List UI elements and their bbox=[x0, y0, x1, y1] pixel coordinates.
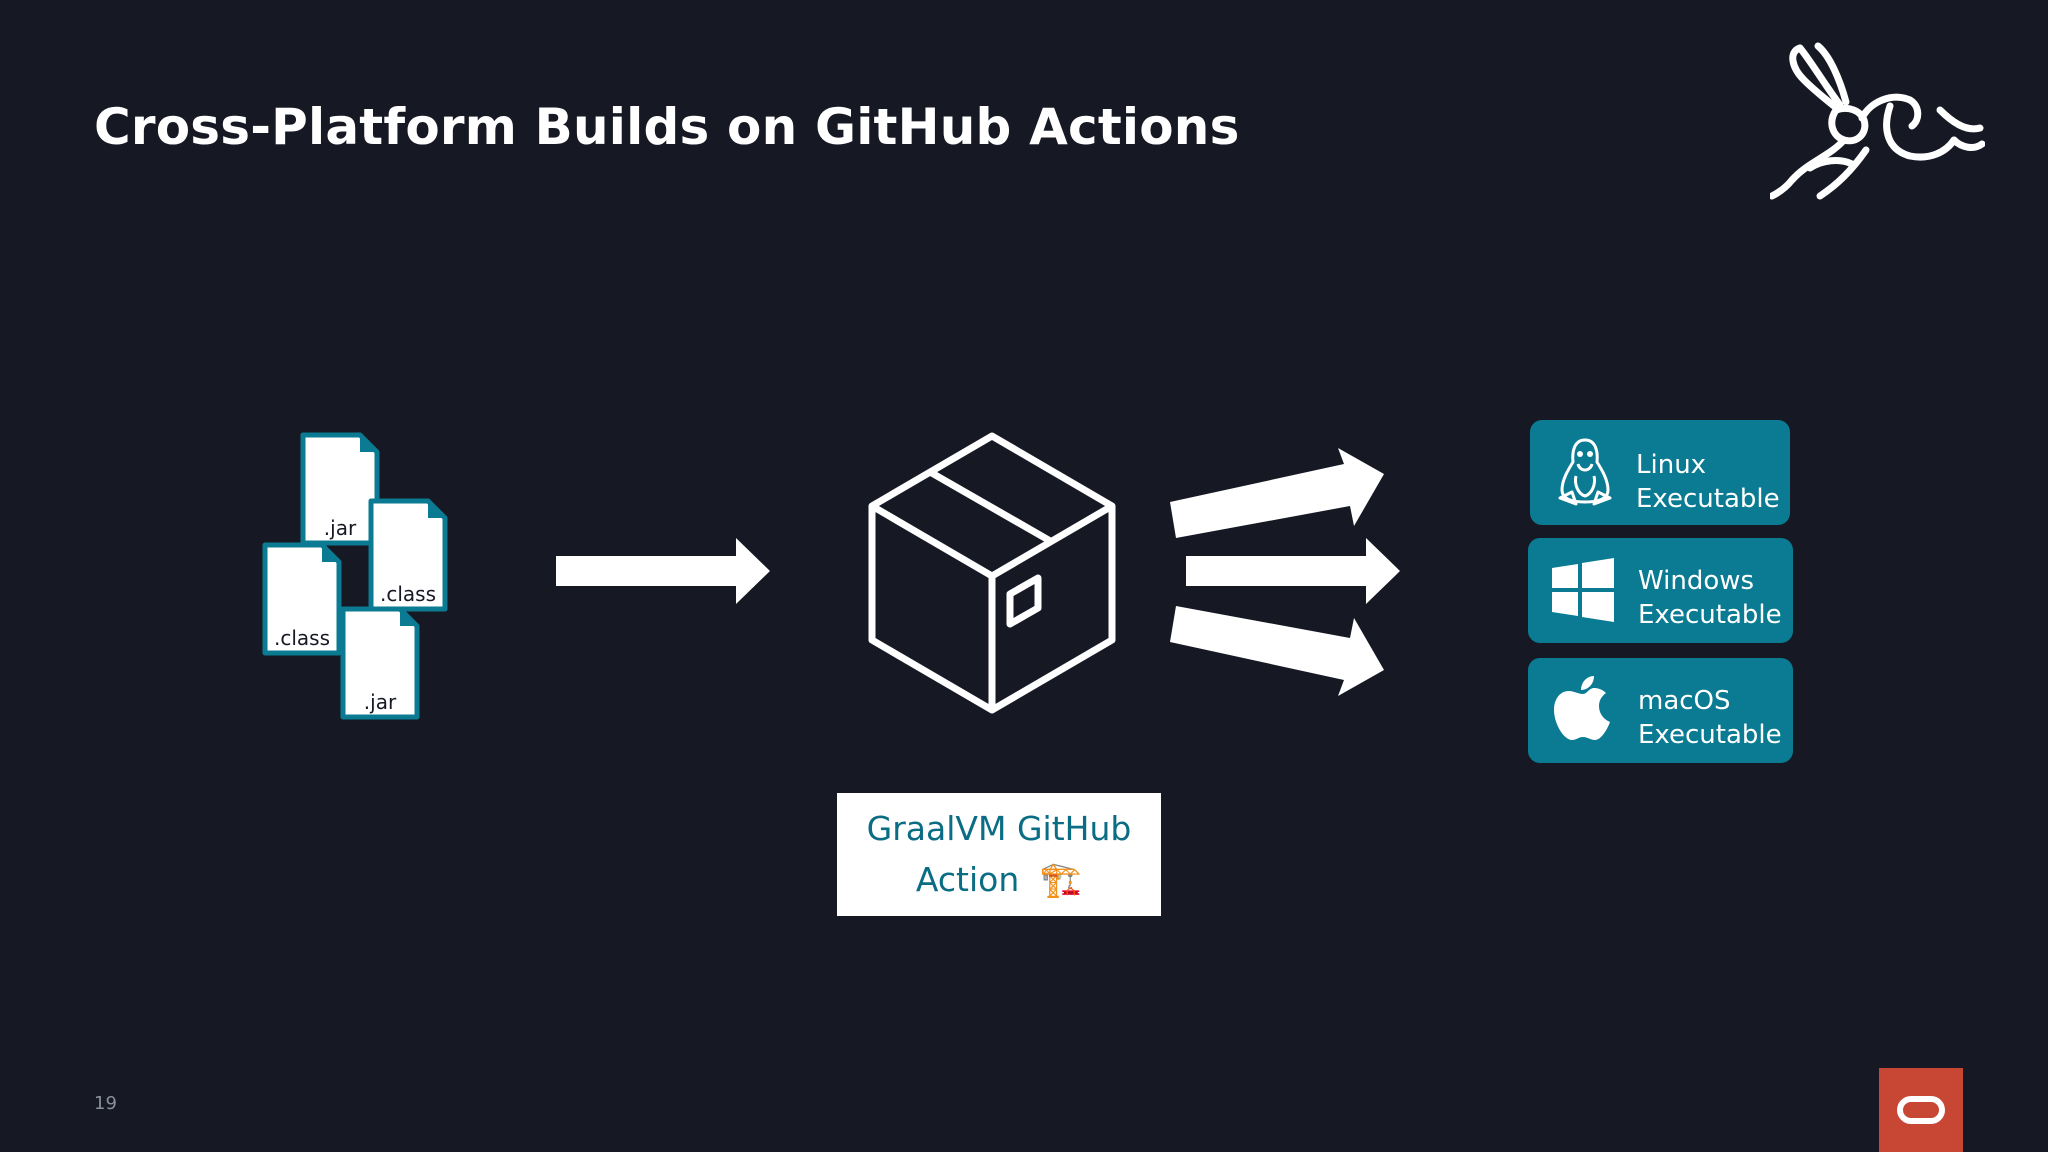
file-extension-label: .jar bbox=[323, 516, 357, 540]
arrow-to-linux-icon bbox=[1170, 448, 1384, 538]
jar-file-icon: .jar bbox=[340, 606, 420, 720]
package-box-icon bbox=[868, 432, 1116, 714]
linux-executable-card: Linux Executable bbox=[1530, 420, 1790, 525]
file-extension-label: .class bbox=[379, 582, 436, 606]
macos-executable-card: macOS Executable bbox=[1528, 658, 1793, 763]
os-name: Linux bbox=[1636, 450, 1707, 480]
graalvm-rabbit-logo-icon bbox=[1770, 42, 1985, 200]
oracle-ring-icon bbox=[1897, 1096, 1945, 1124]
construction-crane-icon: 🏗️ bbox=[1039, 860, 1083, 900]
oracle-logo bbox=[1879, 1068, 1963, 1152]
file-extension-label: .class bbox=[273, 626, 330, 650]
slide-title: Cross-Platform Builds on GitHub Actions bbox=[94, 98, 1240, 156]
executable-label: Executable bbox=[1638, 720, 1782, 750]
action-title-line1: GraalVM GitHub bbox=[866, 809, 1132, 848]
card-text: macOS Executable bbox=[1638, 684, 1782, 752]
apple-logo-icon bbox=[1554, 676, 1610, 740]
page-number: 19 bbox=[94, 1093, 117, 1114]
arrow-to-macos-icon bbox=[1170, 606, 1384, 696]
file-extension-label: .jar bbox=[363, 690, 397, 714]
class-file-icon: .class bbox=[368, 498, 448, 612]
card-text: Linux Executable bbox=[1636, 448, 1780, 516]
windows-executable-card: Windows Executable bbox=[1528, 538, 1793, 643]
windows-logo-icon bbox=[1552, 558, 1614, 622]
card-text: Windows Executable bbox=[1638, 564, 1782, 632]
arrow-to-windows-icon bbox=[1186, 538, 1400, 604]
executable-label: Executable bbox=[1638, 600, 1782, 630]
action-title-word: Action bbox=[915, 860, 1020, 899]
os-name: macOS bbox=[1638, 686, 1731, 716]
jar-file-icon: .jar bbox=[300, 432, 380, 546]
arrow-right-icon bbox=[556, 538, 770, 604]
executable-label: Executable bbox=[1636, 484, 1780, 514]
action-title-line2: Action 🏗️ bbox=[837, 854, 1161, 906]
os-name: Windows bbox=[1638, 566, 1755, 596]
graalvm-action-box: GraalVM GitHub Action 🏗️ bbox=[837, 793, 1161, 916]
tux-penguin-icon bbox=[1558, 438, 1612, 506]
class-file-icon: .class bbox=[262, 542, 342, 656]
input-files-group: .jar .class .class .jar bbox=[262, 432, 462, 728]
